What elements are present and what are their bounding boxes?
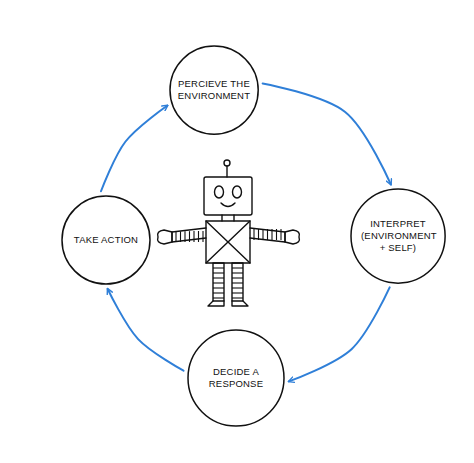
step-label: PERCIEVE THE ENVIRONMENT xyxy=(177,78,251,102)
step-circle: DECIDE A RESPONSE xyxy=(187,329,285,427)
step-label: INTERPRET (ENVIRONMENT + SELF) xyxy=(361,218,435,254)
step-circle: INTERPRET (ENVIRONMENT + SELF) xyxy=(350,188,446,284)
cycle-arrow xyxy=(263,83,391,184)
step-circle: TAKE ACTION xyxy=(61,195,151,285)
step-circle: PERCIEVE THE ENVIRONMENT xyxy=(169,45,259,135)
cycle-arrow xyxy=(101,105,167,191)
step-label: TAKE ACTION xyxy=(74,234,138,246)
step-label: DECIDE A RESPONSE xyxy=(199,366,273,390)
cycle-arrow xyxy=(108,289,184,371)
cycle-arrow xyxy=(289,287,390,381)
